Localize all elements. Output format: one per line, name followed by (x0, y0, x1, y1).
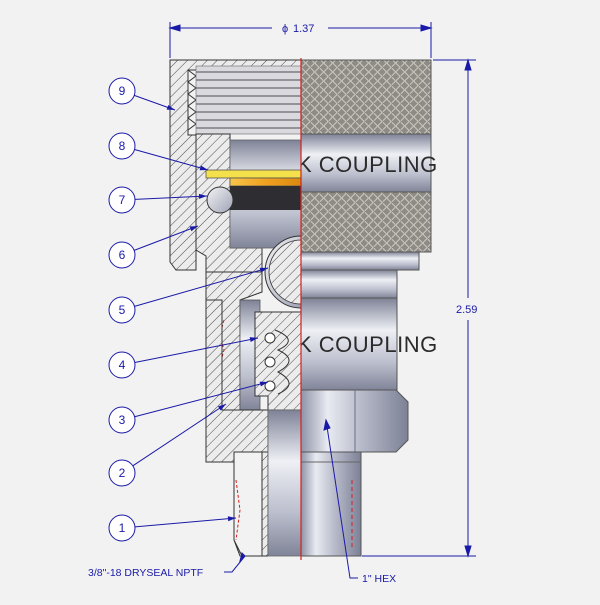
thread-callout-leader (224, 552, 246, 573)
knurled-sleeve-top (300, 59, 432, 135)
diameter-symbol: ϕ (282, 23, 288, 35)
balloon-arrow-6 (189, 226, 198, 232)
threaded-end (300, 451, 362, 557)
balloon-arrow-4 (249, 337, 258, 343)
balloon-label-5: 5 (119, 303, 126, 317)
balloon-arrow-2 (217, 404, 226, 411)
poppet-section (254, 311, 302, 411)
balloon-label-7: 7 (119, 193, 126, 207)
sleeve-base-ring (300, 251, 420, 271)
body-text-lower: K COUPLING (297, 332, 438, 357)
balloon-3 (108, 406, 136, 434)
balloon-label-9: 9 (119, 84, 126, 98)
balloon-8 (108, 132, 136, 160)
body-text-upper: K COUPLING (297, 152, 438, 177)
diameter-value: 1.37 (293, 23, 314, 35)
balloon-arrow-5 (259, 267, 268, 273)
dimension-diameter (168, 22, 433, 58)
balloon-leader-1 (134, 517, 237, 528)
balloon-1 (108, 514, 136, 542)
dimension-length (362, 58, 476, 558)
knurled-sleeve-bottom (300, 191, 432, 253)
balloon-leader-3 (134, 381, 269, 418)
balloon-leader-7 (134, 195, 208, 200)
balloon-leader-5 (134, 267, 269, 307)
balloon-7 (108, 186, 136, 214)
balloon-leader-2 (132, 403, 227, 467)
balloon-arrow-8 (199, 165, 208, 171)
balloon-4 (108, 351, 136, 379)
internal-threads (187, 65, 302, 135)
balloon-9 (108, 77, 136, 105)
sleeve-band (300, 133, 432, 193)
body-barrel (300, 297, 398, 391)
balloon-leader-4 (134, 337, 259, 363)
outlet-bore (267, 409, 302, 557)
balloon-leader-6 (133, 225, 199, 251)
seal-dark-band (230, 186, 301, 210)
spring (264, 329, 290, 395)
balloon-label-2: 2 (119, 466, 126, 480)
balloon-label-8: 8 (119, 139, 126, 153)
balloon-arrow-1 (227, 516, 236, 522)
balloon-label-4: 4 (119, 358, 126, 372)
balloon-arrow-7 (198, 193, 207, 199)
balloon-6 (108, 241, 136, 269)
balloon-label-3: 3 (119, 413, 126, 427)
balloon-label-1: 1 (119, 521, 126, 535)
outer-body-section (205, 299, 269, 557)
hex-callout-leader (323, 418, 358, 579)
balloon-arrow-3 (259, 381, 268, 387)
seal-orange (229, 177, 302, 187)
balloon-label-6: 6 (119, 248, 126, 262)
length-value: 2.59 (456, 304, 477, 316)
balloon-leader-8 (134, 149, 209, 171)
exterior-view: K COUPLING K COUPLING (297, 59, 438, 557)
o-ring (206, 186, 234, 214)
thread-callout: 3/8"-18 DRYSEAL NPTF (88, 567, 203, 579)
balloon-2 (108, 459, 136, 487)
balloon-layer: 9 8 7 6 5 4 3 2 1 (108, 77, 269, 542)
hex-callout: 1" HEX (362, 573, 396, 585)
balloon-arrow-9 (166, 104, 175, 110)
section-view (169, 59, 302, 557)
balloon-5 (108, 296, 136, 324)
seal-yellow (205, 169, 302, 179)
body-collar (300, 269, 398, 299)
